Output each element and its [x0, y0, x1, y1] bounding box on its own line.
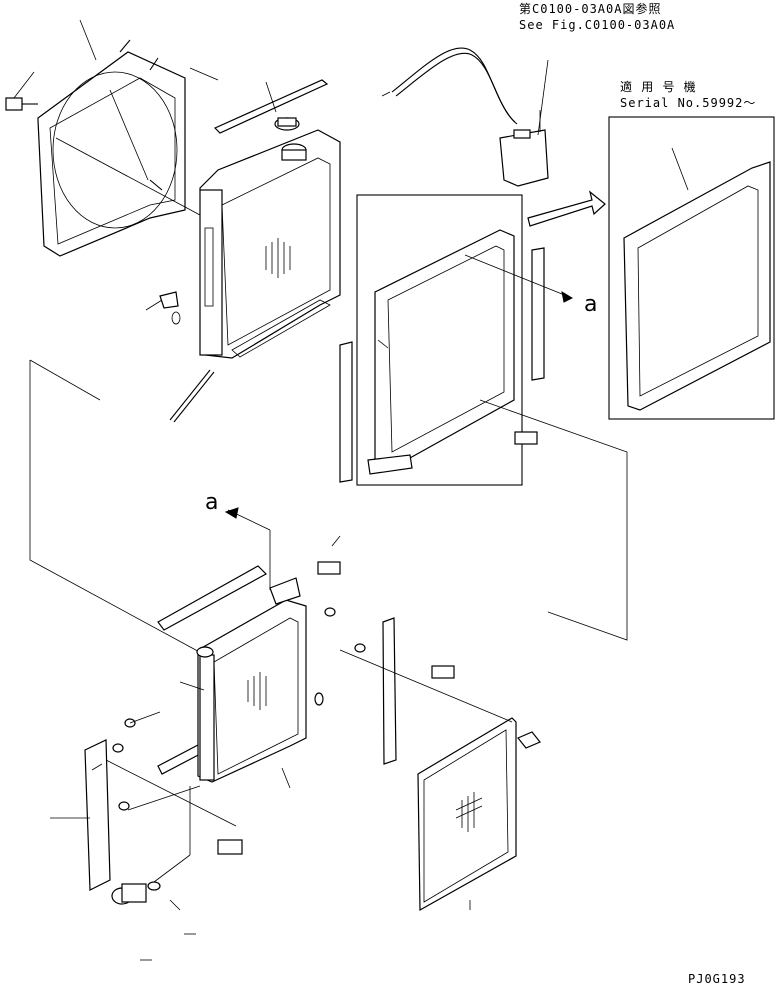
drain-plug — [145, 291, 181, 325]
upper-radiator-frame — [367, 229, 515, 475]
lower-core-pattern — [247, 672, 267, 710]
lower-elbow-fitting — [111, 883, 147, 905]
radiator-core-pattern — [265, 238, 291, 278]
right-side-seal — [531, 247, 545, 381]
lower-leader-lines — [50, 509, 513, 911]
drain-hose — [169, 369, 215, 423]
screen-grille — [417, 717, 517, 912]
view-a-arrowhead — [224, 507, 239, 519]
view-a-callout-top: a — [584, 292, 598, 317]
radiator-cap — [274, 117, 300, 131]
view-a-arrowhead-top — [561, 290, 574, 303]
figure-reference-en: See Fig.C0100-03A0A — [519, 18, 676, 32]
serial-radiator-frame — [623, 147, 771, 411]
serial-number-label: Serial No.59992～ — [620, 96, 757, 110]
assembly-leader-lines — [29, 67, 628, 656]
reservoir-tank — [499, 110, 549, 187]
upper-frame-box — [356, 194, 523, 486]
grille-mesh-pattern — [455, 792, 483, 832]
top-seal-strip — [213, 79, 329, 134]
wing-nut — [517, 731, 541, 749]
applicability-title: 適 用 号 機 — [620, 80, 697, 94]
lower-bolt-right — [431, 665, 455, 679]
left-side-bracket — [84, 739, 111, 891]
lower-seal-strip — [157, 565, 267, 631]
figure-reference-jp: 第C0100-03A0A図参照 — [519, 2, 662, 16]
frame-bolt — [514, 431, 538, 445]
radiator-upper — [199, 129, 341, 359]
reservoir-hose — [381, 47, 518, 125]
view-a-arrow-top — [464, 254, 573, 299]
right-side-bracket — [382, 617, 397, 765]
arrow-to-serial-frame — [527, 190, 606, 227]
lower-bolt-top — [317, 535, 341, 575]
drawing-code: PJ0G193 — [688, 972, 746, 986]
lower-bolt-bottom — [217, 839, 243, 855]
radiator-lower — [196, 577, 307, 783]
left-side-seal — [339, 341, 353, 483]
view-a-callout-bottom: a — [205, 490, 219, 515]
o-ring — [147, 881, 161, 891]
lower-seal-strip-small — [157, 744, 205, 775]
shroud-bolt — [5, 71, 38, 111]
serial-frame-box — [608, 116, 775, 420]
fan-shroud — [37, 39, 186, 257]
